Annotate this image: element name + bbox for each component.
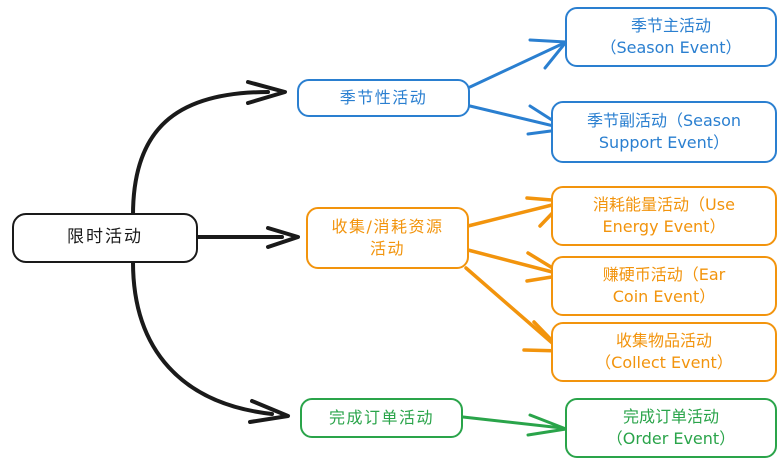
edge-root-to-seasonal bbox=[131, 80, 287, 217]
edge-order-to-order-event bbox=[461, 413, 568, 437]
edge-root-to-resource bbox=[196, 226, 300, 249]
node-collect-consume-resource[interactable]: 收集/消耗资源 活动 bbox=[306, 207, 469, 269]
node-complete-order[interactable]: 完成订单活动 bbox=[300, 398, 463, 438]
node-root[interactable]: 限时活动 bbox=[12, 213, 198, 263]
edge-root-to-order bbox=[131, 260, 290, 424]
node-season-support-event[interactable]: 季节副活动（Season Support Event） bbox=[551, 101, 777, 163]
edge-resource-to-use-energy-event bbox=[466, 196, 566, 228]
node-season-event[interactable]: 季节主活动 （Season Event） bbox=[565, 7, 777, 67]
edge-resource-to-earn-coin-event bbox=[466, 248, 566, 283]
node-use-energy-event[interactable]: 消耗能量活动（Use Energy Event） bbox=[551, 186, 777, 246]
edge-seasonal-to-season-event bbox=[468, 38, 568, 89]
edge-resource-to-collect-event bbox=[464, 266, 564, 353]
node-order-event[interactable]: 完成订单活动 （Order Event） bbox=[565, 398, 777, 458]
node-seasonal-events[interactable]: 季节性活动 bbox=[297, 79, 470, 117]
node-earn-coin-event[interactable]: 赚硬币活动（Ear Coin Event） bbox=[551, 256, 777, 316]
node-collect-event[interactable]: 收集物品活动 （Collect Event） bbox=[551, 322, 777, 382]
